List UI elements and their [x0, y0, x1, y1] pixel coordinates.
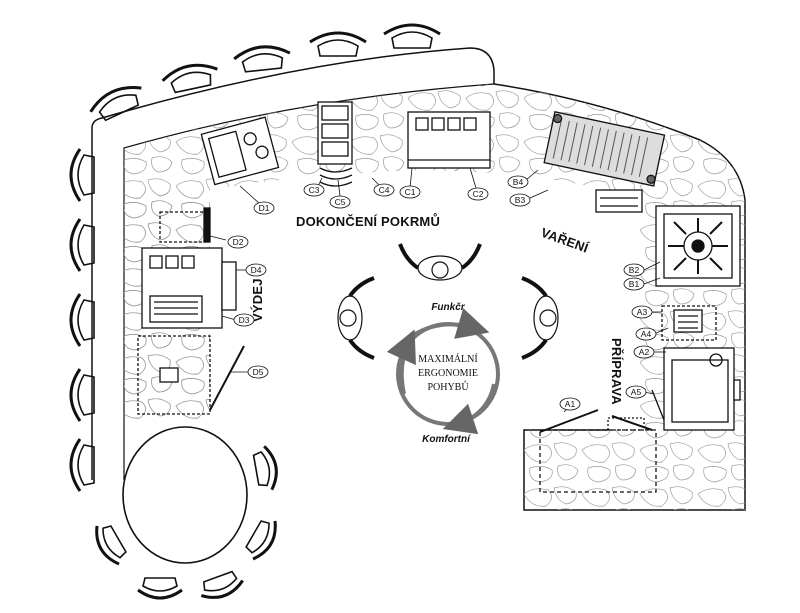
- label-a5: A5: [631, 387, 642, 397]
- round-table: [122, 426, 248, 564]
- equipment-d2: [159, 207, 211, 243]
- label-b2: B2: [629, 265, 640, 275]
- ergonomics-cycle: MAXIMÁLNÍ ERGONOMIE POHYBŮ Funkčr Komfor…: [386, 302, 500, 445]
- cycle-line-1: MAXIMÁLNÍ: [418, 353, 478, 365]
- stool: [69, 218, 95, 272]
- zone-priprava: PŘÍPRAVA: [609, 338, 624, 405]
- cycle-line-3: POHYBŮ: [427, 380, 469, 393]
- equipment-a2: [651, 347, 741, 431]
- label-a4: A4: [641, 329, 652, 339]
- stool: [161, 63, 218, 94]
- label-b1: B1: [629, 279, 640, 289]
- label-d2: D2: [233, 237, 244, 247]
- cycle-bottom-label: Komfortní: [422, 434, 471, 445]
- label-d3: D3: [239, 315, 250, 325]
- zone-vareni: VAŘENÍ: [539, 225, 591, 256]
- stool: [137, 577, 183, 600]
- label-c2: C2: [473, 189, 484, 199]
- equipment-c5: [317, 101, 353, 187]
- bar-stools: [69, 23, 441, 600]
- equipment-b4: [543, 111, 666, 213]
- worker: [521, 276, 559, 360]
- equipment-a1: [539, 409, 657, 493]
- equipment-d4: [141, 247, 237, 329]
- zone-vydej: VÝDEJ: [250, 278, 265, 322]
- label-a1: A1: [565, 399, 576, 409]
- stool: [69, 368, 95, 422]
- label-b4: B4: [513, 177, 524, 187]
- worker: [398, 243, 482, 281]
- label-d5: D5: [253, 367, 264, 377]
- stool: [309, 31, 367, 57]
- worker-figures: [337, 243, 559, 360]
- label-a2: A2: [639, 347, 650, 357]
- label-d1: D1: [259, 203, 270, 213]
- equipment-d1: [200, 116, 280, 186]
- zone-dokonceni: DOKONČENÍ POKRMŮ: [296, 213, 440, 229]
- stool: [69, 438, 95, 492]
- label-c4: C4: [379, 185, 390, 195]
- label-c1: C1: [405, 187, 416, 197]
- equipment-c1: [407, 111, 491, 169]
- stool: [69, 148, 95, 202]
- stool: [233, 45, 291, 73]
- stool: [252, 445, 278, 491]
- label-c5: C5: [335, 197, 346, 207]
- stool: [69, 293, 95, 347]
- equipment-a4: [661, 305, 717, 341]
- label-c3: C3: [309, 185, 320, 195]
- label-a3: A3: [637, 307, 648, 317]
- worker: [337, 276, 375, 360]
- stool: [89, 86, 142, 122]
- stool: [245, 520, 277, 561]
- label-b3: B3: [515, 195, 526, 205]
- stool: [383, 23, 441, 49]
- label-d4: D4: [251, 265, 262, 275]
- stool: [95, 525, 127, 566]
- stool: [200, 570, 244, 599]
- equipment-b2: [655, 205, 741, 287]
- equipment-d5: [137, 335, 245, 415]
- cycle-top-label: Funkčr: [431, 302, 465, 313]
- cycle-line-2: ERGONOMIE: [418, 368, 478, 379]
